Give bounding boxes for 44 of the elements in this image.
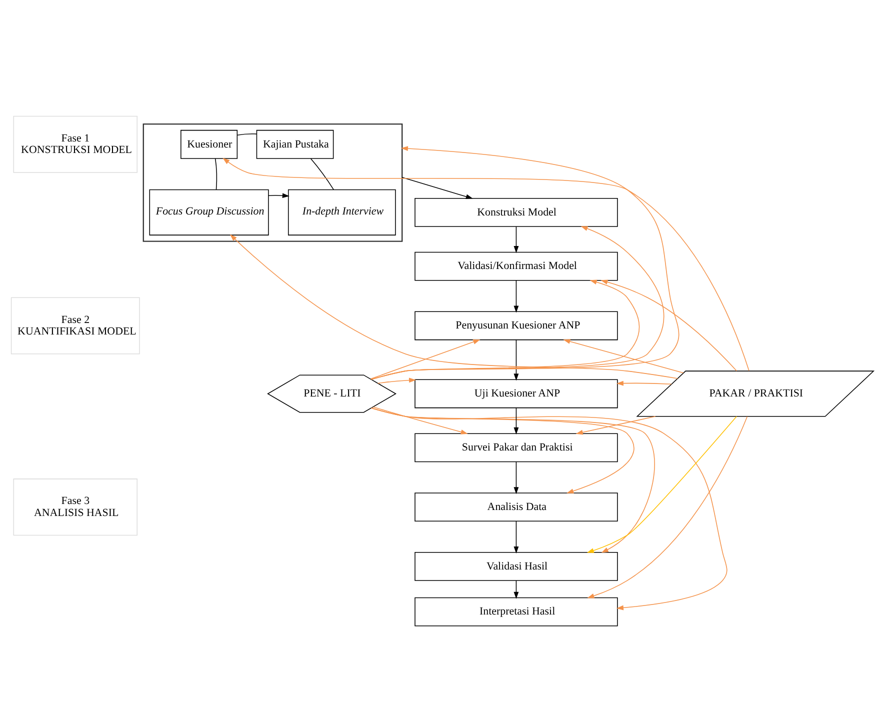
arrow	[371, 226, 664, 380]
node-box: Penyusunan Kuesioner ANP	[414, 310, 618, 340]
arrow	[514, 407, 519, 434]
node-box: Fase 2 KUANTIFIKASI MODEL	[10, 296, 140, 354]
node-box: In-depth Interview	[288, 188, 396, 235]
node-box: Fase 1 KONSTRUKSI MODEL	[13, 115, 138, 172]
arrow	[268, 192, 290, 198]
arrow	[514, 226, 519, 253]
node-box: Kajian Pustaka	[256, 129, 334, 158]
arrow	[514, 580, 519, 598]
connector	[214, 158, 218, 190]
arrow	[576, 416, 656, 434]
arrow	[600, 279, 738, 371]
arrow	[370, 338, 480, 379]
node-box: Konstruksi Model	[414, 197, 618, 226]
node-box: Validasi/Konfirmasi Model	[414, 251, 618, 280]
node-box: Interpretasi Hasil	[414, 596, 618, 626]
arrow	[514, 280, 519, 312]
node-box: Survei Pakar dan Praktisi	[414, 432, 618, 462]
arrow	[377, 377, 416, 384]
arrow	[586, 416, 738, 552]
arrow	[616, 380, 672, 386]
arrow	[402, 176, 473, 198]
connector	[236, 132, 258, 135]
node-box: Analisis Data	[414, 492, 618, 522]
connector	[310, 158, 334, 190]
arrow	[371, 279, 640, 380]
node-box: Uji Kuesioner ANP	[414, 378, 618, 408]
arrow	[371, 407, 728, 610]
arrow	[230, 234, 678, 378]
arrow	[514, 339, 519, 380]
node-box: Fase 3 ANALISIS HASIL	[13, 478, 138, 536]
arrow	[371, 407, 655, 552]
arrow	[372, 406, 468, 434]
arrow	[587, 416, 748, 598]
arrow	[514, 460, 519, 494]
arrow	[371, 407, 634, 493]
arrow	[371, 146, 680, 380]
node-box: Focus Group Discussion	[149, 188, 269, 235]
arrow	[222, 157, 750, 371]
arrow	[514, 520, 519, 554]
arrow	[563, 338, 684, 373]
node-box: Kuesioner	[180, 129, 238, 158]
node-box: Validasi Hasil	[414, 552, 618, 580]
